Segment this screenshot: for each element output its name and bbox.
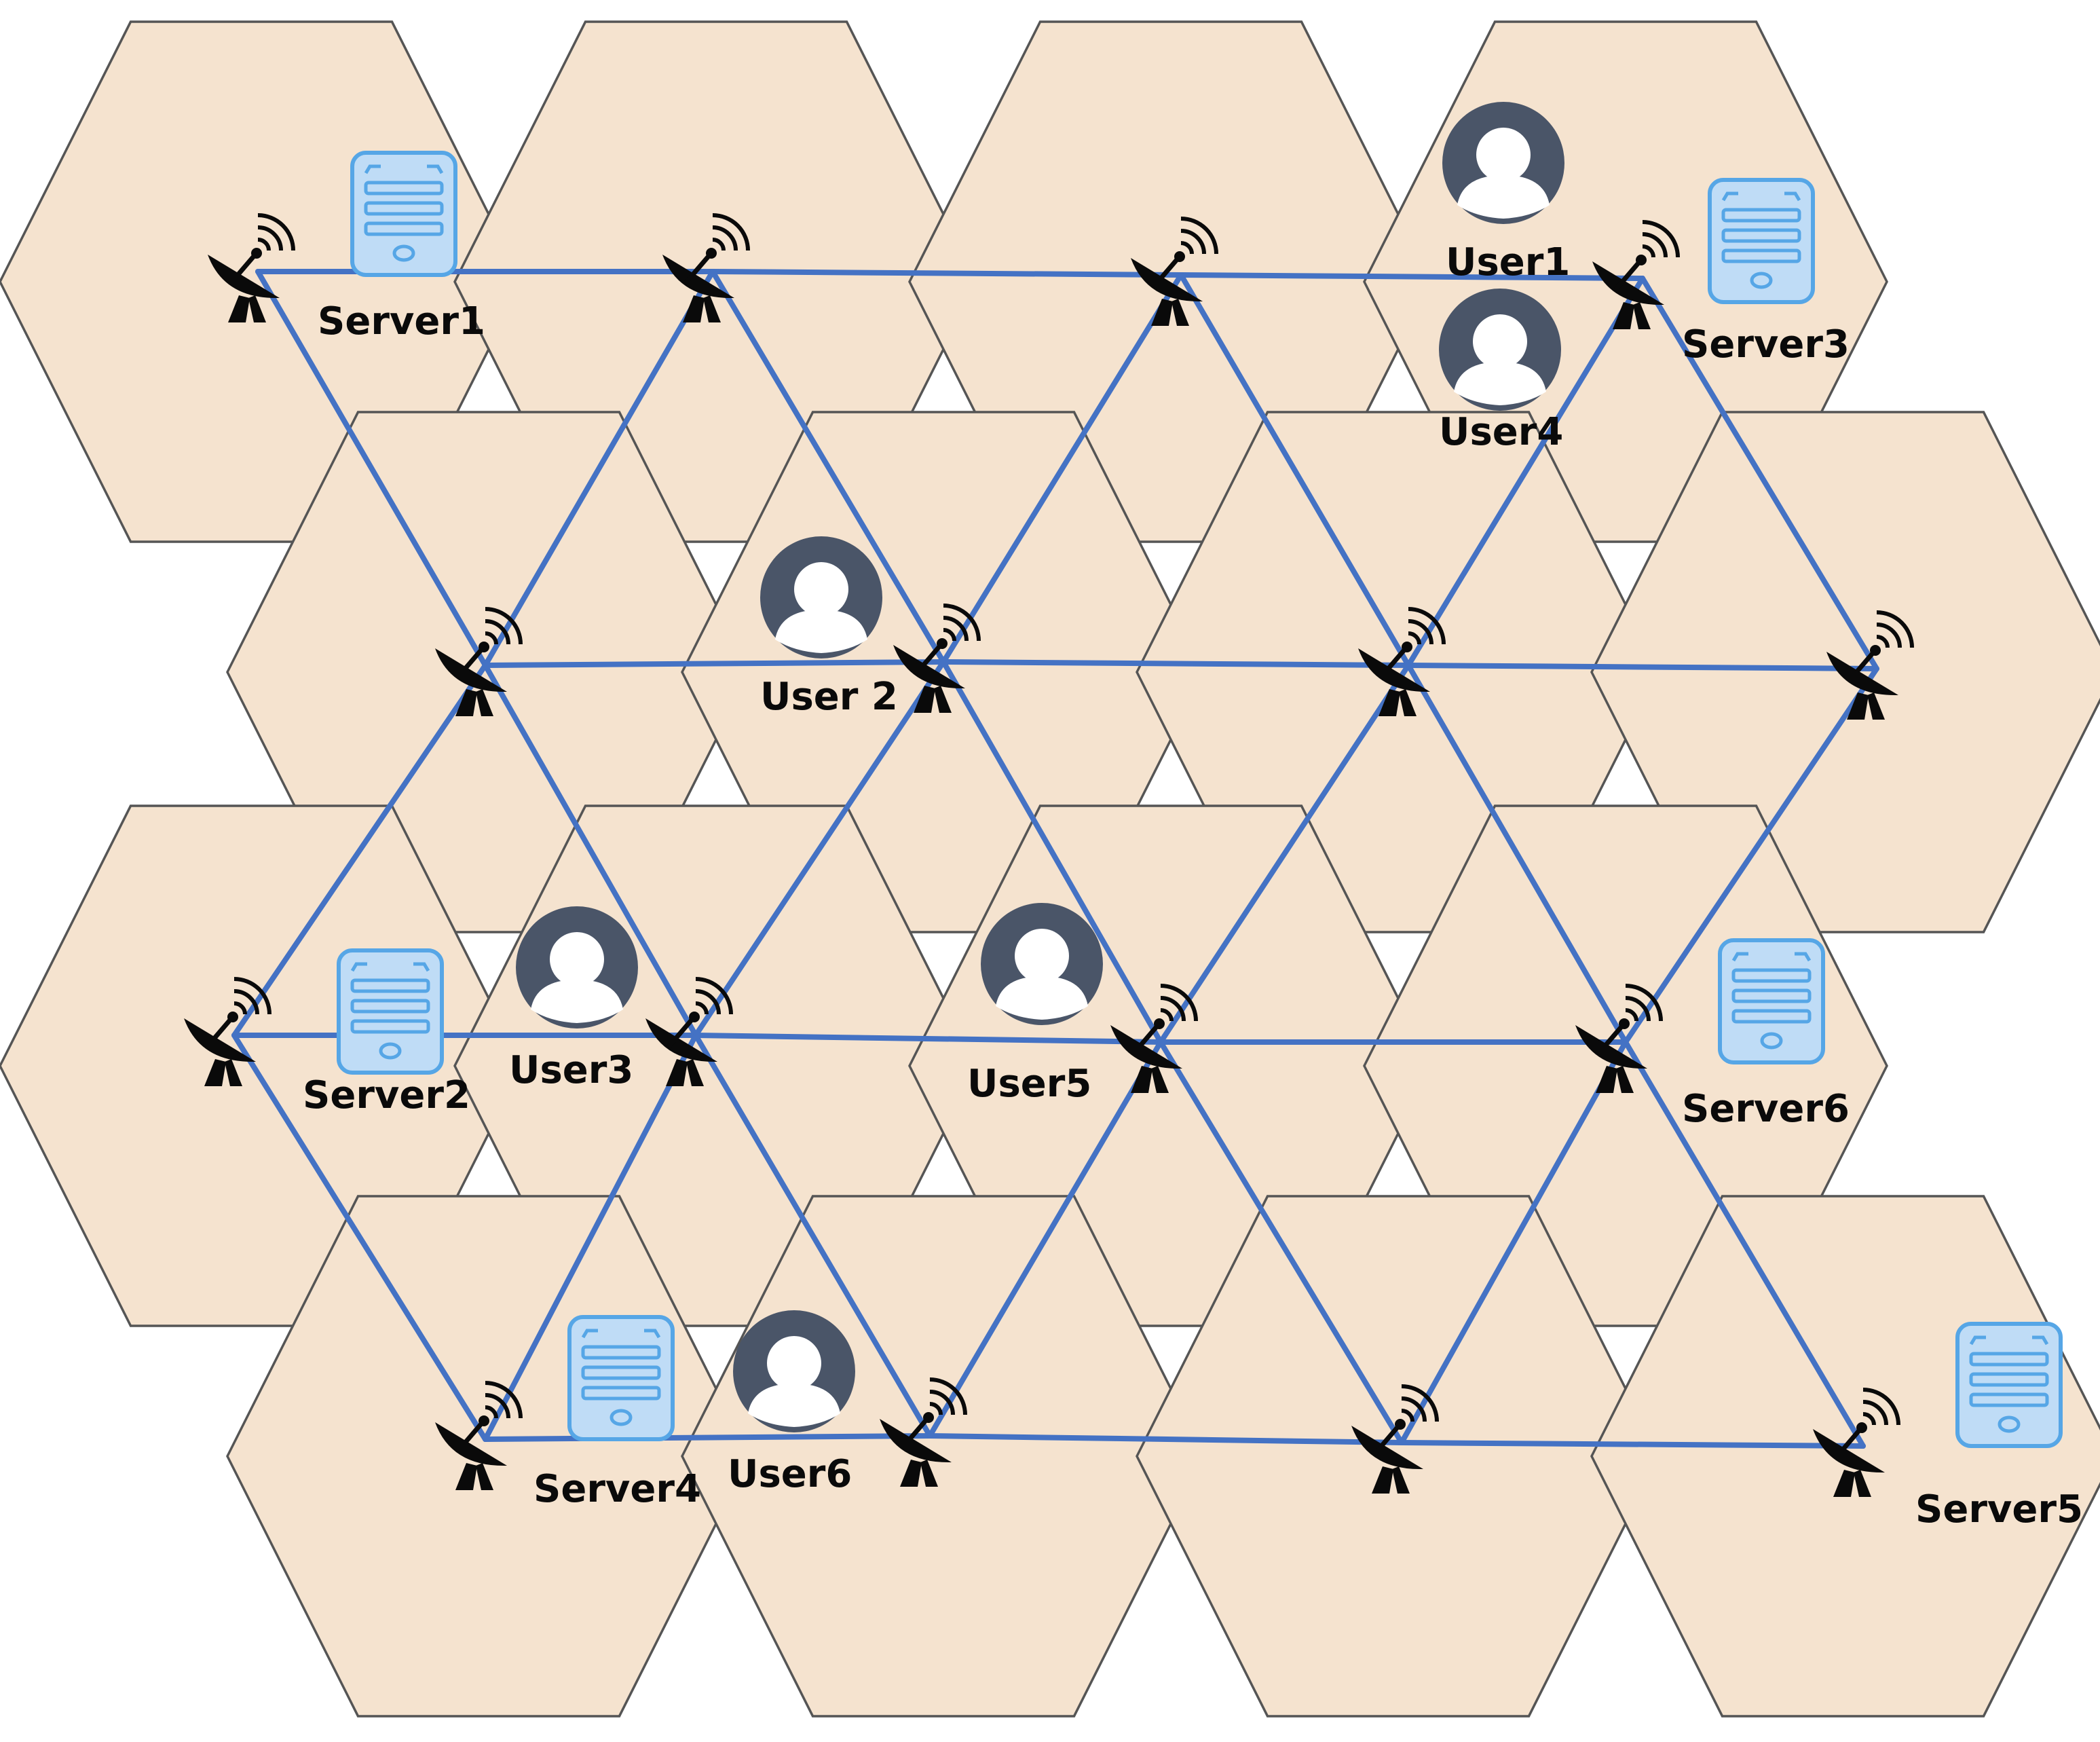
server3-icon[interactable] [1710, 180, 1813, 302]
user6-icon[interactable] [733, 1310, 855, 1432]
server6-icon[interactable] [1720, 940, 1823, 1062]
server5-icon[interactable] [1957, 1324, 2061, 1446]
user4-label: User4 [1439, 410, 1563, 454]
user1-label: User1 [1446, 240, 1570, 284]
link-layer [231, 269, 1879, 1449]
link-b6-b10 [693, 659, 946, 1038]
server3-label: Server3 [1682, 322, 1850, 367]
link-b6-b7 [941, 659, 1411, 668]
link-b4-b7 [1406, 276, 1645, 668]
link-b12-b15 [1399, 1039, 1628, 1445]
link-b2-b6 [710, 269, 946, 665]
link-b5-b9 [231, 663, 488, 1038]
server4-icon[interactable] [569, 1317, 673, 1439]
link-b7-b8 [1406, 663, 1879, 671]
link-b2-b3 [710, 269, 1184, 278]
link-b3-b6 [941, 272, 1184, 665]
user5-icon[interactable] [981, 903, 1103, 1025]
link-b5-b6 [483, 659, 946, 668]
user3-label: User3 [509, 1048, 633, 1092]
link-b13-b14 [483, 1433, 933, 1442]
link-b11-b15 [1158, 1039, 1404, 1445]
link-b11-b14 [927, 1039, 1163, 1439]
user6-label: User6 [728, 1452, 852, 1496]
server1-icon[interactable] [352, 153, 455, 275]
link-b3-b7 [1178, 272, 1411, 668]
link-b10-b11 [693, 1033, 1163, 1045]
link-b7-b11 [1158, 663, 1411, 1045]
server4-label: Server4 [533, 1467, 701, 1511]
link-b3-b4 [1178, 272, 1645, 281]
server6-label: Server6 [1682, 1087, 1850, 1131]
user5-label: User5 [967, 1062, 1091, 1106]
user3-icon[interactable] [516, 906, 638, 1028]
link-b6-b11 [941, 659, 1163, 1045]
user2-icon[interactable] [760, 536, 882, 659]
user4-icon[interactable] [1439, 289, 1561, 411]
link-b7-b12 [1406, 663, 1628, 1045]
link-b12-b16 [1623, 1039, 1866, 1449]
label-layer: Server1 Server2 Server3 Server4 Server5 … [303, 240, 2083, 1532]
link-b8-b12 [1623, 666, 1879, 1045]
server2-icon[interactable] [339, 950, 442, 1073]
server5-label: Server5 [1915, 1487, 2083, 1532]
link-b5-b10 [483, 663, 698, 1038]
link-b4-b8 [1640, 276, 1879, 671]
link-b1-b5 [255, 269, 488, 668]
link-b14-b15 [927, 1433, 1404, 1445]
link-b9-b13 [231, 1033, 488, 1442]
link-b15-b16 [1399, 1440, 1866, 1449]
link-b2-b5 [483, 269, 715, 668]
link-b10-b13 [483, 1033, 698, 1442]
user2-label: User 2 [760, 675, 898, 719]
server1-label: Server1 [318, 299, 485, 344]
server2-label: Server2 [303, 1073, 470, 1117]
user1-icon[interactable] [1442, 102, 1564, 224]
link-b10-b14 [693, 1033, 933, 1439]
